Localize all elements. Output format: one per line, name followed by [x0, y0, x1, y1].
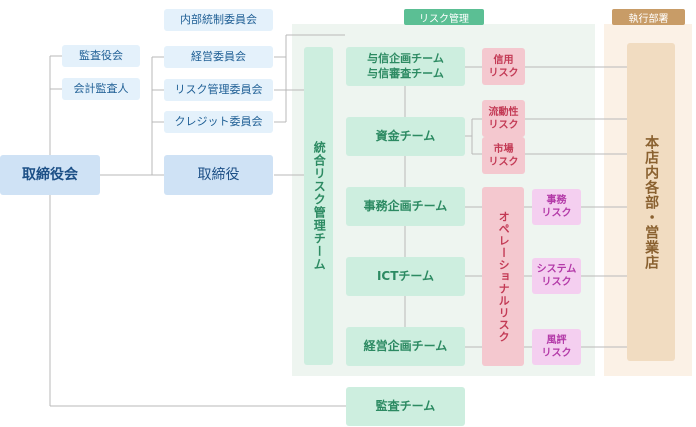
integrated-risk-management-team-box: 統合リスク管理チーム — [304, 47, 333, 365]
management-committee-box: 経営委員会 — [164, 46, 273, 68]
reputational-risk-box: 風評 リスク — [532, 329, 581, 365]
ict-team-box: ICTチーム — [346, 257, 465, 296]
audit-team-box: 監査チーム — [346, 387, 465, 426]
treasury-team-box: 資金チーム — [346, 117, 465, 156]
internal-control-committee-box: 内部統制委員会 — [164, 9, 273, 31]
office-planning-team-box: 事務企画チーム — [346, 187, 465, 226]
operational-risk-box: オペレーショナルリスク — [482, 187, 524, 366]
audit-board-box: 監査役会 — [62, 45, 140, 67]
liquidity-risk-box: 流動性 リスク — [482, 100, 525, 137]
board-of-directors-box: 取締役会 — [0, 155, 100, 195]
administrative-risk-box: 事務 リスク — [532, 189, 581, 225]
credit-committee-box: クレジット委員会 — [164, 111, 273, 133]
market-risk-box: 市場 リスク — [482, 137, 525, 174]
credit-risk-box: 信用 リスク — [482, 48, 525, 85]
credit-planning-team-box: 与信企画チーム 与信審査チーム — [346, 47, 465, 86]
directors-box: 取締役 — [164, 155, 273, 195]
system-risk-box: システム リスク — [532, 258, 581, 294]
risk-management-header: リスク管理 — [404, 9, 484, 25]
executive-departments-header: 執行部署 — [612, 9, 685, 25]
corporate-planning-team-box: 経営企画チーム — [346, 327, 465, 366]
head-office-branches-box: 本店内各部・営業店 — [627, 43, 675, 361]
risk-management-committee-box: リスク管理委員会 — [164, 79, 273, 101]
accounting-auditor-box: 会計監査人 — [62, 78, 140, 100]
